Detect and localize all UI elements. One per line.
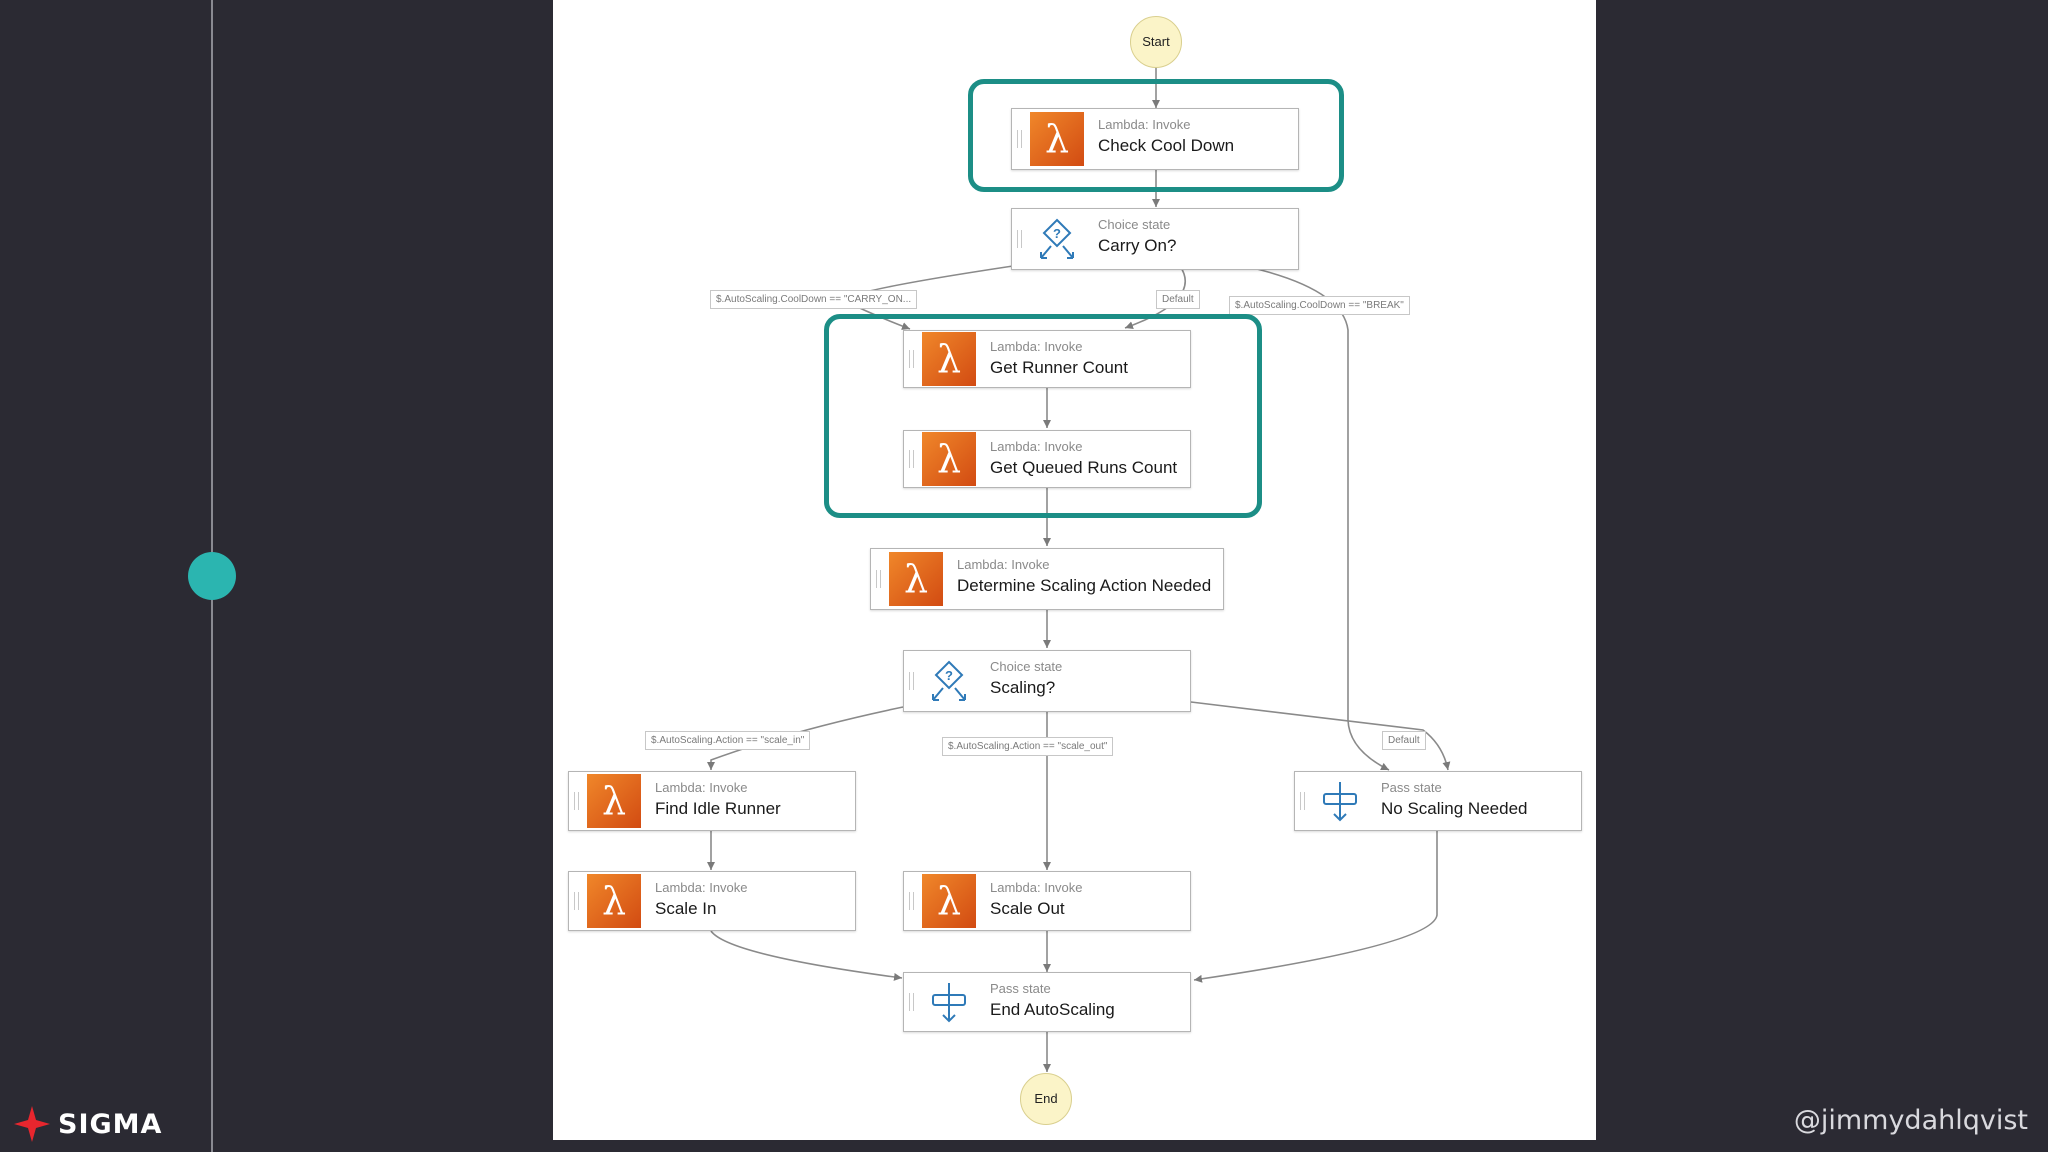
drag-handle[interactable] — [574, 792, 579, 810]
svg-text:?: ? — [945, 668, 953, 683]
brand-name: SIGMA — [58, 1108, 163, 1140]
state-name: Scaling? — [990, 678, 1056, 697]
edge-label-scale-out: $.AutoScaling.Action == "scale_out" — [942, 737, 1114, 756]
state-type: Lambda: Invoke — [655, 780, 748, 795]
edge-label-break: $.AutoScaling.CoolDown == "BREAK" — [1229, 296, 1410, 315]
state-scale-in[interactable]: λ Lambda: Invoke Scale In — [568, 871, 856, 931]
state-name: Determine Scaling Action Needed — [957, 576, 1212, 595]
step-functions-diagram: Start λ Lambda: Invoke Check Cool Down ?… — [553, 0, 1596, 1140]
lambda-icon: λ — [587, 874, 641, 928]
sigma-star-icon — [14, 1106, 50, 1142]
state-get-runner-count[interactable]: λ Lambda: Invoke Get Runner Count — [903, 330, 1191, 388]
lambda-icon: λ — [922, 432, 976, 486]
state-end-autoscaling[interactable]: Pass state End AutoScaling — [903, 972, 1191, 1032]
lambda-icon: λ — [889, 552, 943, 606]
lambda-icon: λ — [922, 874, 976, 928]
drag-handle[interactable] — [909, 892, 914, 910]
pass-icon — [922, 975, 976, 1029]
state-name: Find Idle Runner — [655, 799, 781, 818]
edges-layer — [707, 67, 1451, 1072]
state-type: Choice state — [990, 659, 1063, 674]
drag-handle[interactable] — [1017, 130, 1022, 148]
edge-label-default: Default — [1156, 290, 1200, 309]
drag-handle[interactable] — [909, 672, 914, 690]
end-node[interactable]: End — [1020, 1073, 1072, 1125]
lambda-icon: λ — [922, 332, 976, 386]
state-no-scaling-needed[interactable]: Pass state No Scaling Needed — [1294, 771, 1582, 831]
state-type: Lambda: Invoke — [1098, 117, 1191, 132]
svg-text:?: ? — [1053, 226, 1061, 241]
state-type: Lambda: Invoke — [655, 880, 748, 895]
drag-handle[interactable] — [876, 570, 881, 588]
state-type: Lambda: Invoke — [990, 880, 1083, 895]
state-name: Get Runner Count — [990, 358, 1128, 377]
state-name: Scale In — [655, 899, 717, 918]
state-get-queued-runs-count[interactable]: λ Lambda: Invoke Get Queued Runs Count — [903, 430, 1191, 488]
state-type: Lambda: Invoke — [957, 557, 1050, 572]
highlight-box-check-cool-down — [968, 79, 1344, 192]
state-scaling[interactable]: ? Choice state Scaling? — [903, 650, 1191, 712]
state-name: Get Queued Runs Count — [990, 458, 1178, 477]
edge-label-scale-in: $.AutoScaling.Action == "scale_in" — [645, 731, 811, 750]
state-name: Scale Out — [990, 899, 1065, 918]
drag-handle[interactable] — [1017, 230, 1022, 248]
state-scale-out[interactable]: λ Lambda: Invoke Scale Out — [903, 871, 1191, 931]
drag-handle[interactable] — [1300, 792, 1305, 810]
drag-handle[interactable] — [909, 350, 914, 368]
state-name: Check Cool Down — [1098, 136, 1235, 155]
edge-label-scaling-default: Default — [1382, 731, 1426, 750]
state-determine-scaling-action[interactable]: λ Lambda: Invoke Determine Scaling Actio… — [870, 548, 1224, 610]
state-name: No Scaling Needed — [1381, 799, 1528, 818]
lambda-icon: λ — [587, 774, 641, 828]
timeline-marker — [188, 552, 236, 600]
state-carry-on[interactable]: ? Choice state Carry On? — [1011, 208, 1299, 270]
start-node[interactable]: Start — [1130, 16, 1182, 68]
drag-handle[interactable] — [909, 450, 914, 468]
state-type: Lambda: Invoke — [990, 439, 1083, 454]
drag-handle[interactable] — [909, 993, 914, 1011]
author-handle: @jimmydahlqvist — [1793, 1105, 2028, 1136]
highlight-box-runner-counts — [824, 314, 1262, 518]
edge-label-carry-on: $.AutoScaling.CoolDown == "CARRY_ON... — [710, 290, 918, 309]
drag-handle[interactable] — [574, 892, 579, 910]
state-find-idle-runner[interactable]: λ Lambda: Invoke Find Idle Runner — [568, 771, 856, 831]
state-name: Carry On? — [1098, 236, 1177, 255]
pass-icon — [1313, 774, 1367, 828]
choice-icon: ? — [922, 654, 976, 708]
state-type: Pass state — [990, 981, 1051, 996]
state-type: Pass state — [1381, 780, 1442, 795]
choice-icon: ? — [1030, 212, 1084, 266]
state-type: Lambda: Invoke — [990, 339, 1083, 354]
state-name: End AutoScaling — [990, 1000, 1115, 1019]
sigma-logo: SIGMA — [12, 1104, 162, 1144]
lambda-icon: λ — [1030, 112, 1084, 166]
state-check-cool-down[interactable]: λ Lambda: Invoke Check Cool Down — [1011, 108, 1299, 170]
state-type: Choice state — [1098, 217, 1171, 232]
